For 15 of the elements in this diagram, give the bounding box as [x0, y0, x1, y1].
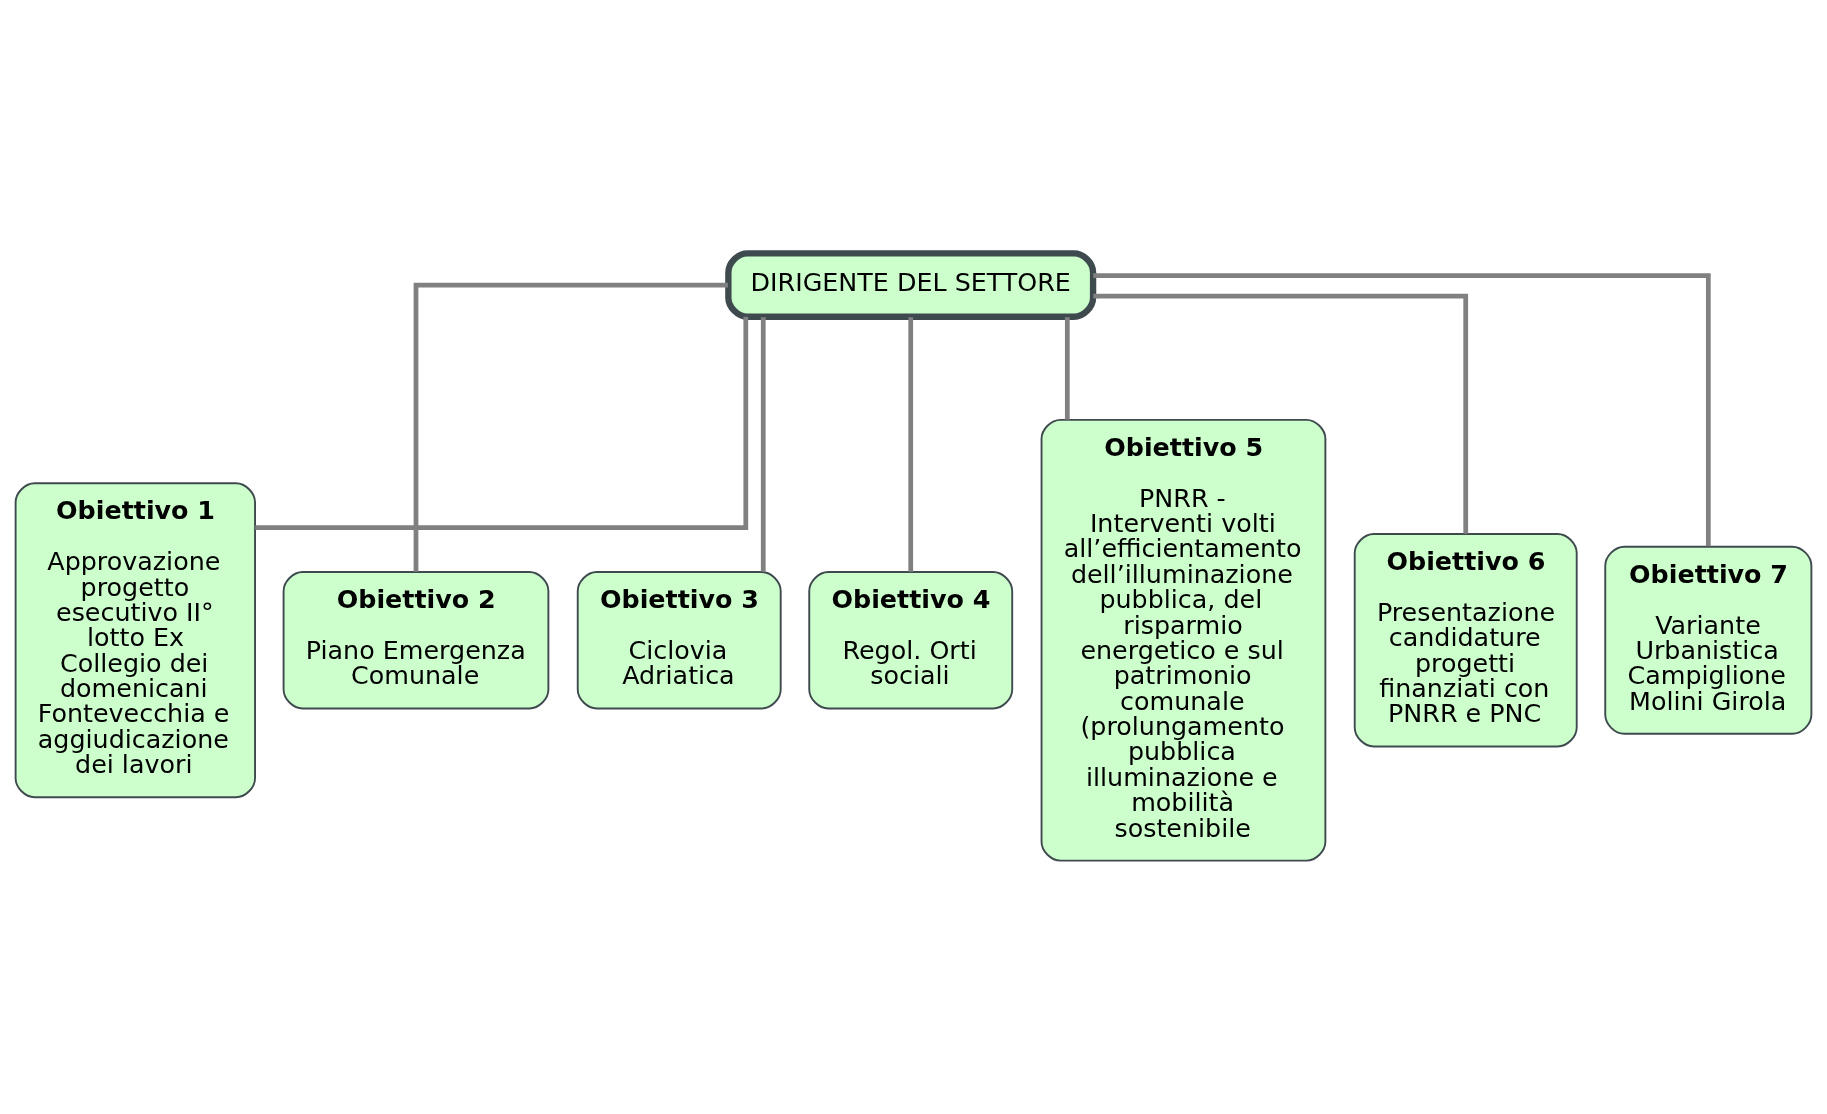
connector	[1064, 317, 1070, 420]
connector	[1093, 293, 1469, 534]
node-box: Obiettivo 4 Regol. Orti sociali	[808, 571, 1014, 710]
connector	[1093, 273, 1711, 547]
connector	[413, 282, 728, 572]
node-box: Obiettivo 2 Piano Emergenza Comunale	[282, 571, 550, 710]
connector	[760, 317, 766, 572]
connector	[908, 317, 914, 572]
node-box: DIRIGENTE DEL SETTORE	[725, 250, 1097, 320]
node-box: Obiettivo 3 Ciclovia Adriatica	[576, 571, 782, 710]
node-box: Obiettivo 6 Presentazione candidature progetti finanziati con PNRR e PNC	[1353, 533, 1578, 748]
connector	[255, 316, 749, 531]
node-box: Obiettivo 1 Approvazione progetto esecutivo II° lotto Ex Collegio dei domenicani Fontevecchia e aggiudicazione dei lavori	[14, 482, 256, 799]
node-box: Obiettivo 7 Variante Urbanistica Campiglione Molini Girola	[1604, 545, 1813, 735]
node-box: Obiettivo 5 PNRR - Interventi volti all’efficientamento dell’illuminazione pubblica, del risparmio energetico e sul patrimonio comunale (prolungamento pubblica illuminazione e mobilità sostenibile	[1040, 418, 1327, 862]
